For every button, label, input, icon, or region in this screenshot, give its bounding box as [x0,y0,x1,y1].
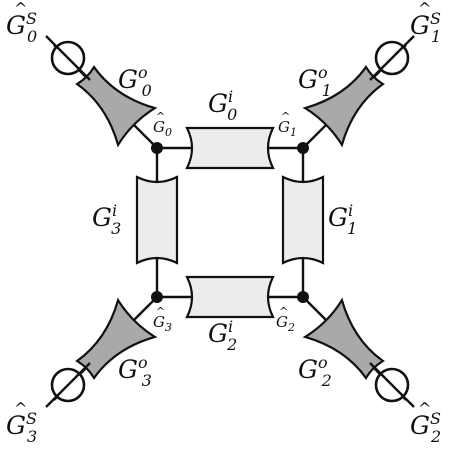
ring-wires [155,146,305,299]
node-label-1: G1 ^ [278,110,297,139]
node-2-dot [297,291,309,303]
inner-block-2 [185,275,275,319]
svg-text:^: ^ [279,305,288,318]
svg-text:^: ^ [281,110,290,123]
node-1-dot [297,142,309,154]
svg-text:^: ^ [14,399,27,418]
outer-block-3 [75,297,158,380]
inner-block-1 [281,175,325,265]
node-label-0: G0 ^ [153,110,172,139]
svg-text:GS3: GS3 [6,409,37,446]
svg-text:G0: G0 [153,118,172,139]
svg-text:G1: G1 [278,118,297,139]
svg-text:GS2: GS2 [410,409,441,446]
svg-text:G3: G3 [153,313,172,334]
node-label-3: G3 ^ [153,305,172,334]
svg-text:GS1: GS1 [410,9,441,46]
svg-text:^: ^ [14,0,27,18]
svg-text:^: ^ [156,305,165,318]
outer-block-0 [75,65,158,148]
svg-text:GS0: GS0 [6,9,37,46]
node-label-2: G2 ^ [276,305,295,334]
svg-text:^: ^ [418,0,431,18]
svg-text:^: ^ [418,399,431,418]
source-0 [45,35,91,81]
outer-block-2 [302,297,385,380]
node-3-dot [151,291,163,303]
node-0-dot [151,142,163,154]
source-2 [369,362,415,408]
inner-block-3 [135,175,179,265]
outer-block-1 [302,65,385,148]
inner-block-0 [185,126,275,170]
svg-text:^: ^ [156,110,165,123]
source-3 [45,362,91,408]
svg-text:G2: G2 [276,313,295,334]
source-1 [369,35,415,81]
